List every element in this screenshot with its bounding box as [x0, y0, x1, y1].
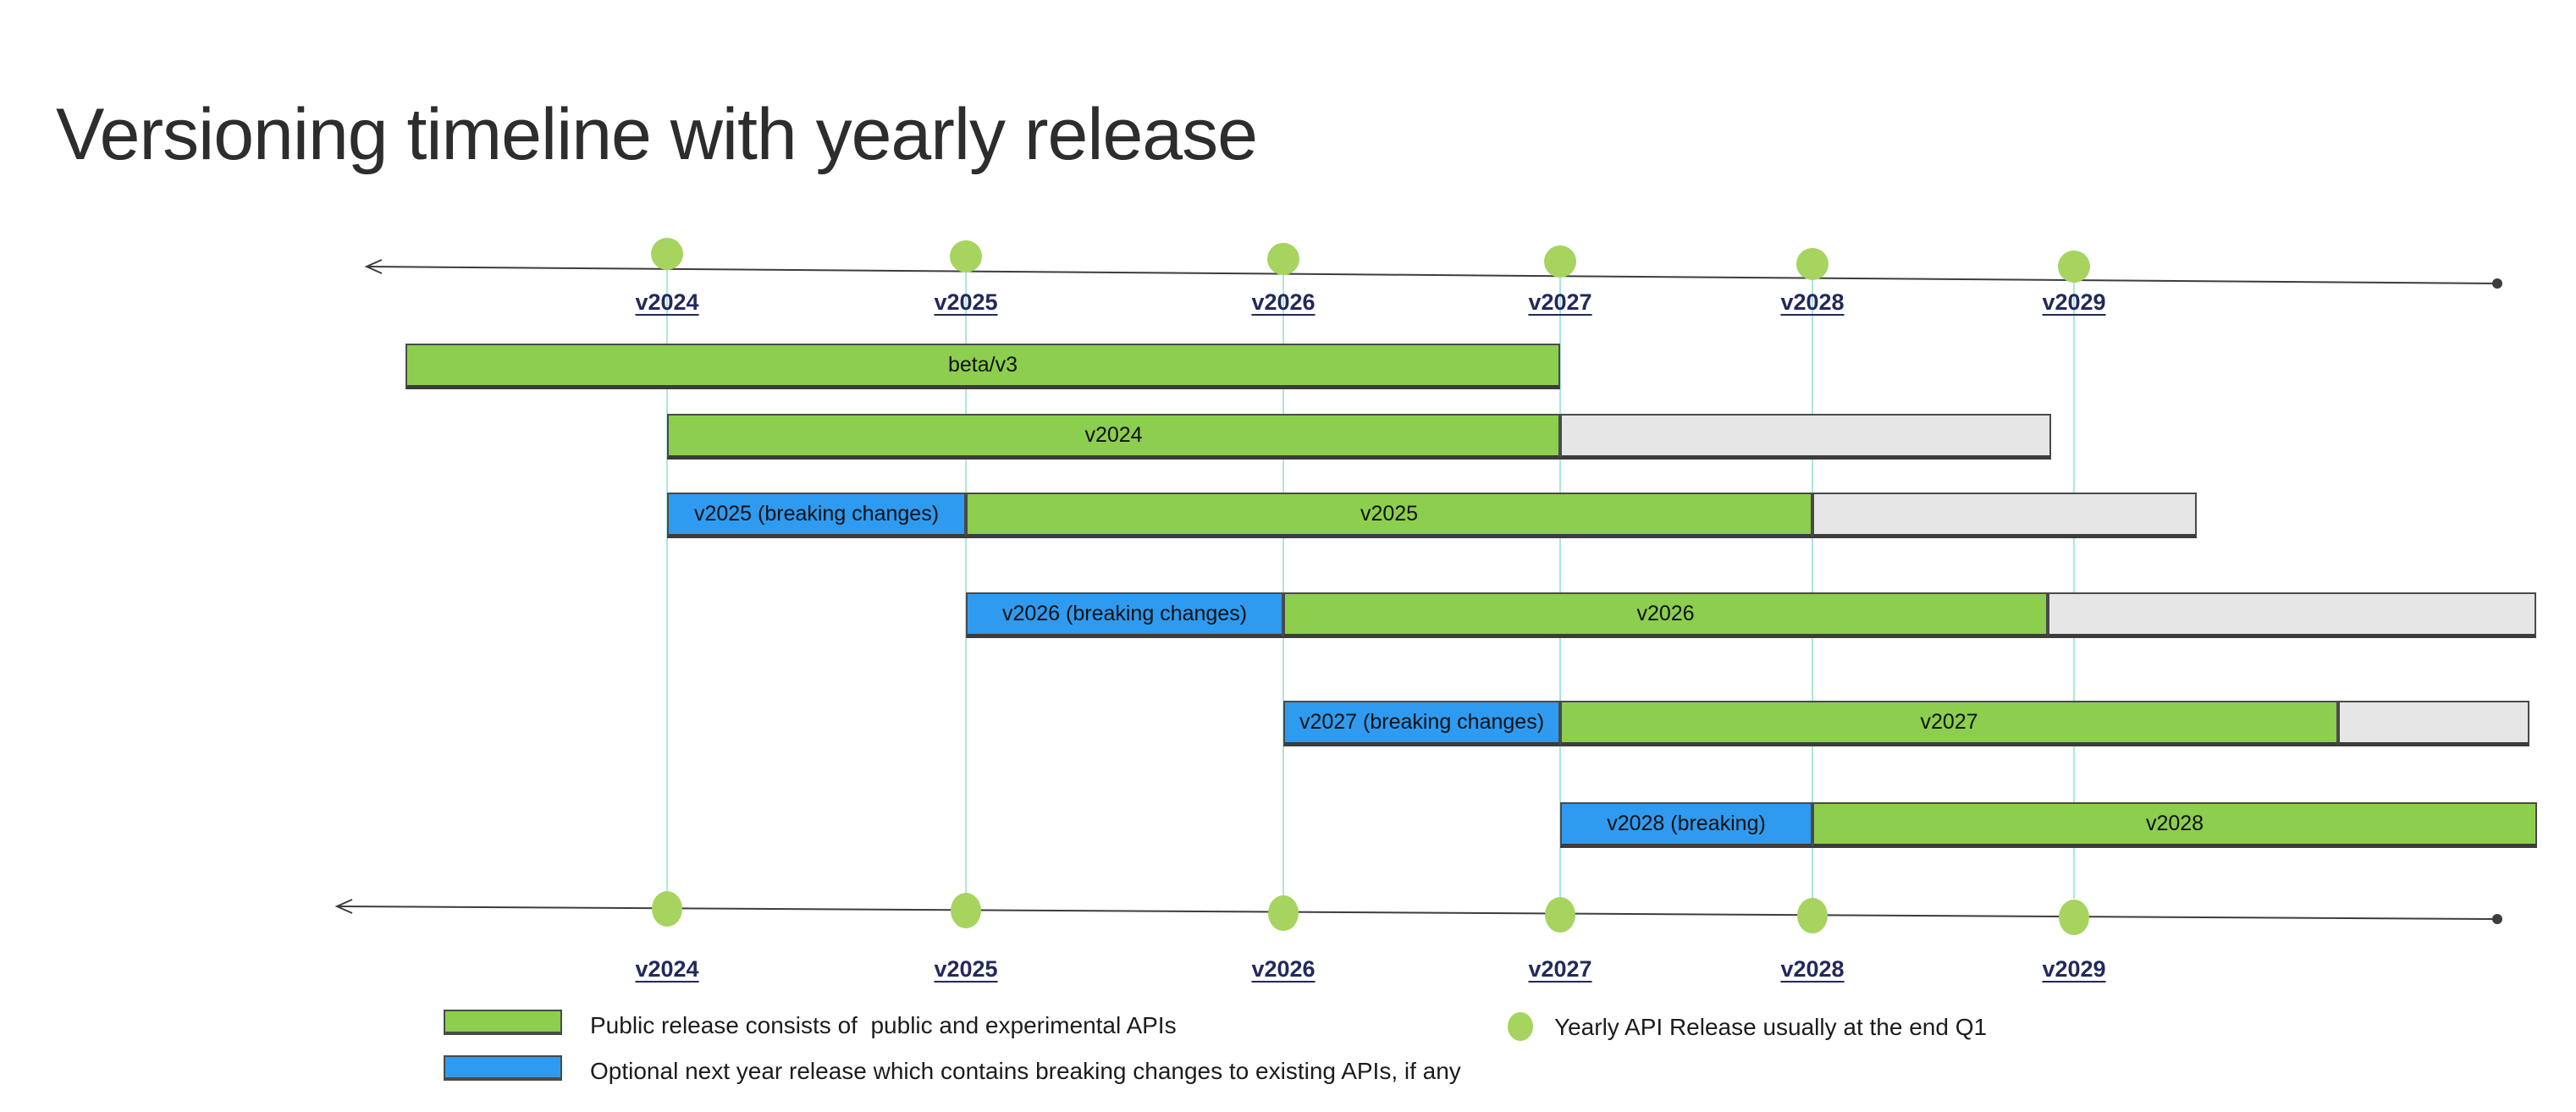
top-year-label-v2027[interactable]: v2027 — [1528, 289, 1592, 315]
legend-breaking-label: Optional next year release which contain… — [590, 1058, 1461, 1084]
release-dot-bottom-v2029 — [2059, 900, 2089, 935]
year-gridline-v2027 — [1559, 256, 1561, 899]
bar-v2028-breaking: v2028 (breaking) — [1560, 802, 1812, 848]
release-dot-top-v2025 — [950, 240, 982, 272]
release-dot-bottom-v2026 — [1268, 895, 1299, 931]
bottom-year-label-v2026[interactable]: v2026 — [1251, 956, 1316, 982]
bar-v2026-extended — [2048, 592, 2536, 638]
bottom-year-label-v2025[interactable]: v2025 — [934, 956, 998, 982]
bar-v2027-breaking: v2027 (breaking changes) — [1283, 701, 1560, 746]
top-year-label-v2026[interactable]: v2026 — [1251, 289, 1316, 315]
top-year-label-v2025[interactable]: v2025 — [934, 289, 998, 315]
release-dot-top-v2027 — [1544, 245, 1576, 278]
bar-v2024-public: v2024 — [667, 414, 1560, 460]
release-dot-top-v2026 — [1267, 243, 1299, 275]
top-year-label-v2028[interactable]: v2028 — [1780, 289, 1845, 315]
release-dot-top-v2029 — [2058, 250, 2090, 283]
year-gridline-v2029 — [2073, 256, 2075, 899]
release-dot-bottom-v2027 — [1545, 897, 1575, 933]
bar-v2026-breaking: v2026 (breaking changes) — [966, 592, 1283, 638]
bar-v2025-breaking: v2025 (breaking changes) — [667, 493, 966, 538]
year-gridline-v2025 — [965, 256, 967, 899]
release-dot-bottom-v2024 — [652, 891, 682, 927]
bottom-year-label-v2029[interactable]: v2029 — [2042, 956, 2106, 982]
bar-beta-v3-public: beta/v3 — [405, 344, 1560, 389]
bar-v2024-extended — [1560, 414, 2051, 460]
bar-v2026-public: v2026 — [1283, 592, 2048, 638]
bottom-year-label-v2027[interactable]: v2027 — [1528, 956, 1592, 982]
bar-v2027-public: v2027 — [1560, 701, 2338, 746]
bar-v2027-extended — [2338, 701, 2529, 746]
top-year-label-v2024[interactable]: v2024 — [635, 289, 699, 315]
release-dot-top-v2028 — [1796, 248, 1829, 280]
release-dot-bottom-v2025 — [951, 893, 981, 928]
top-year-label-v2029[interactable]: v2029 — [2042, 289, 2106, 315]
top-axis-end-dot — [2492, 278, 2502, 289]
page-title: Versioning timeline with yearly release — [56, 94, 1258, 175]
bottom-axis-end-dot — [2492, 914, 2502, 924]
year-gridline-v2024 — [666, 256, 668, 899]
legend-public-swatch — [444, 1010, 562, 1035]
legend-breaking-swatch — [444, 1055, 562, 1081]
legend-yearly-release-dot — [1508, 1012, 1533, 1041]
legend-yearly-release-label: Yearly API Release usually at the end Q1 — [1554, 1014, 1988, 1040]
release-dot-top-v2024 — [651, 238, 683, 270]
year-gridline-v2026 — [1282, 256, 1284, 899]
legend-public-label: Public release consists of public and ex… — [590, 1012, 1177, 1038]
bottom-year-label-v2028[interactable]: v2028 — [1780, 956, 1845, 982]
bottom-year-label-v2024[interactable]: v2024 — [635, 956, 699, 982]
release-dot-bottom-v2028 — [1797, 898, 1828, 933]
bar-v2028-public: v2028 — [1812, 802, 2537, 848]
year-gridline-v2028 — [1812, 256, 1813, 899]
bar-v2025-public: v2025 — [966, 493, 1812, 538]
bar-v2025-extended — [1812, 493, 2197, 538]
